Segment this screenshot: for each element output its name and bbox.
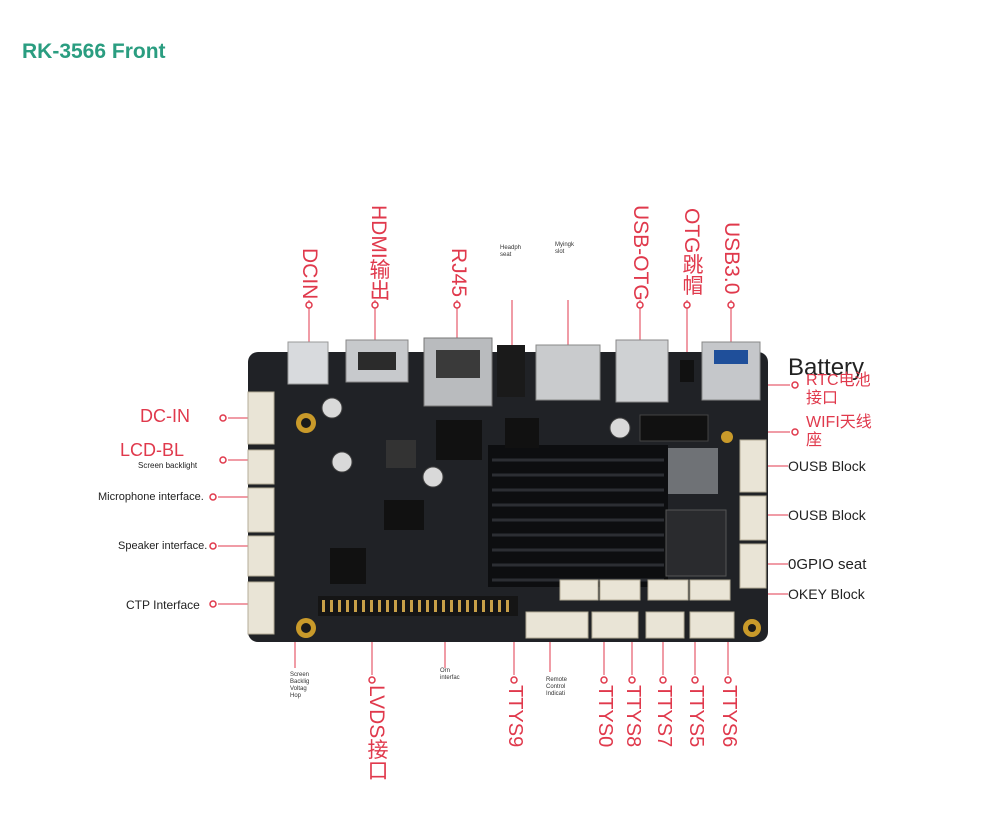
headph-label: Headph seat bbox=[500, 245, 522, 258]
ctp-label: CTP Interface bbox=[126, 598, 200, 612]
speaker-label: Speaker interface. bbox=[118, 540, 208, 552]
gpio-label: 0GPIO seat bbox=[788, 556, 867, 573]
remote-label: Remote Control Indicati bbox=[546, 677, 568, 697]
ttys0-label: TTYS0 bbox=[594, 685, 616, 748]
sd-slot bbox=[535, 344, 601, 401]
otg-jump-label: OTG跳帽 bbox=[680, 208, 703, 296]
usb30-label: USB3.0 bbox=[720, 222, 743, 295]
ttys8-label: TTYS8 bbox=[622, 685, 644, 748]
key-label: OKEY Block bbox=[788, 586, 865, 602]
rj45-label: RJ45 bbox=[447, 248, 470, 298]
headphone-jack bbox=[497, 345, 525, 397]
ttys7-label: TTYS7 bbox=[653, 685, 675, 748]
usb-block-label-2: OUSB Block bbox=[788, 507, 866, 523]
lcdbl-label: LCD-BL bbox=[120, 440, 185, 460]
ttys5-label: TTYS5 bbox=[685, 685, 707, 748]
rtc-label: RTC电池接口 bbox=[806, 372, 871, 407]
callout-dots bbox=[209, 301, 799, 684]
orn-label: Orn interfac bbox=[440, 668, 460, 681]
dcin-label: DCIN bbox=[298, 248, 321, 300]
hdmi-label: HDMI输出 bbox=[367, 205, 390, 301]
lvds-label: LVDS接口 bbox=[365, 685, 388, 781]
wifi-module bbox=[668, 448, 718, 494]
ttys9-label: TTYS9 bbox=[504, 685, 526, 748]
page-title: RK-3566 Front bbox=[22, 40, 166, 63]
usb-otg-label: USB-OTG bbox=[629, 205, 652, 301]
usb-otg-port bbox=[615, 339, 669, 403]
heatsink bbox=[488, 445, 668, 587]
usb-block-label-1: OUSB Block bbox=[788, 458, 866, 474]
mysd-label: Myingk slot bbox=[555, 242, 575, 255]
wifi-label: WIFI天线座 bbox=[806, 414, 872, 449]
dcin-left-label: DC-IN bbox=[140, 406, 190, 426]
screen-backlight-label: Screen Backlig Voltag Hop bbox=[290, 672, 310, 699]
dc-jack bbox=[287, 341, 329, 385]
battery-label: Battery bbox=[788, 354, 865, 381]
lcdbl-sub-label: Screen backlight bbox=[138, 461, 198, 470]
mic-label: Microphone interface. bbox=[98, 491, 204, 503]
ttys6-label: TTYS6 bbox=[718, 685, 740, 748]
